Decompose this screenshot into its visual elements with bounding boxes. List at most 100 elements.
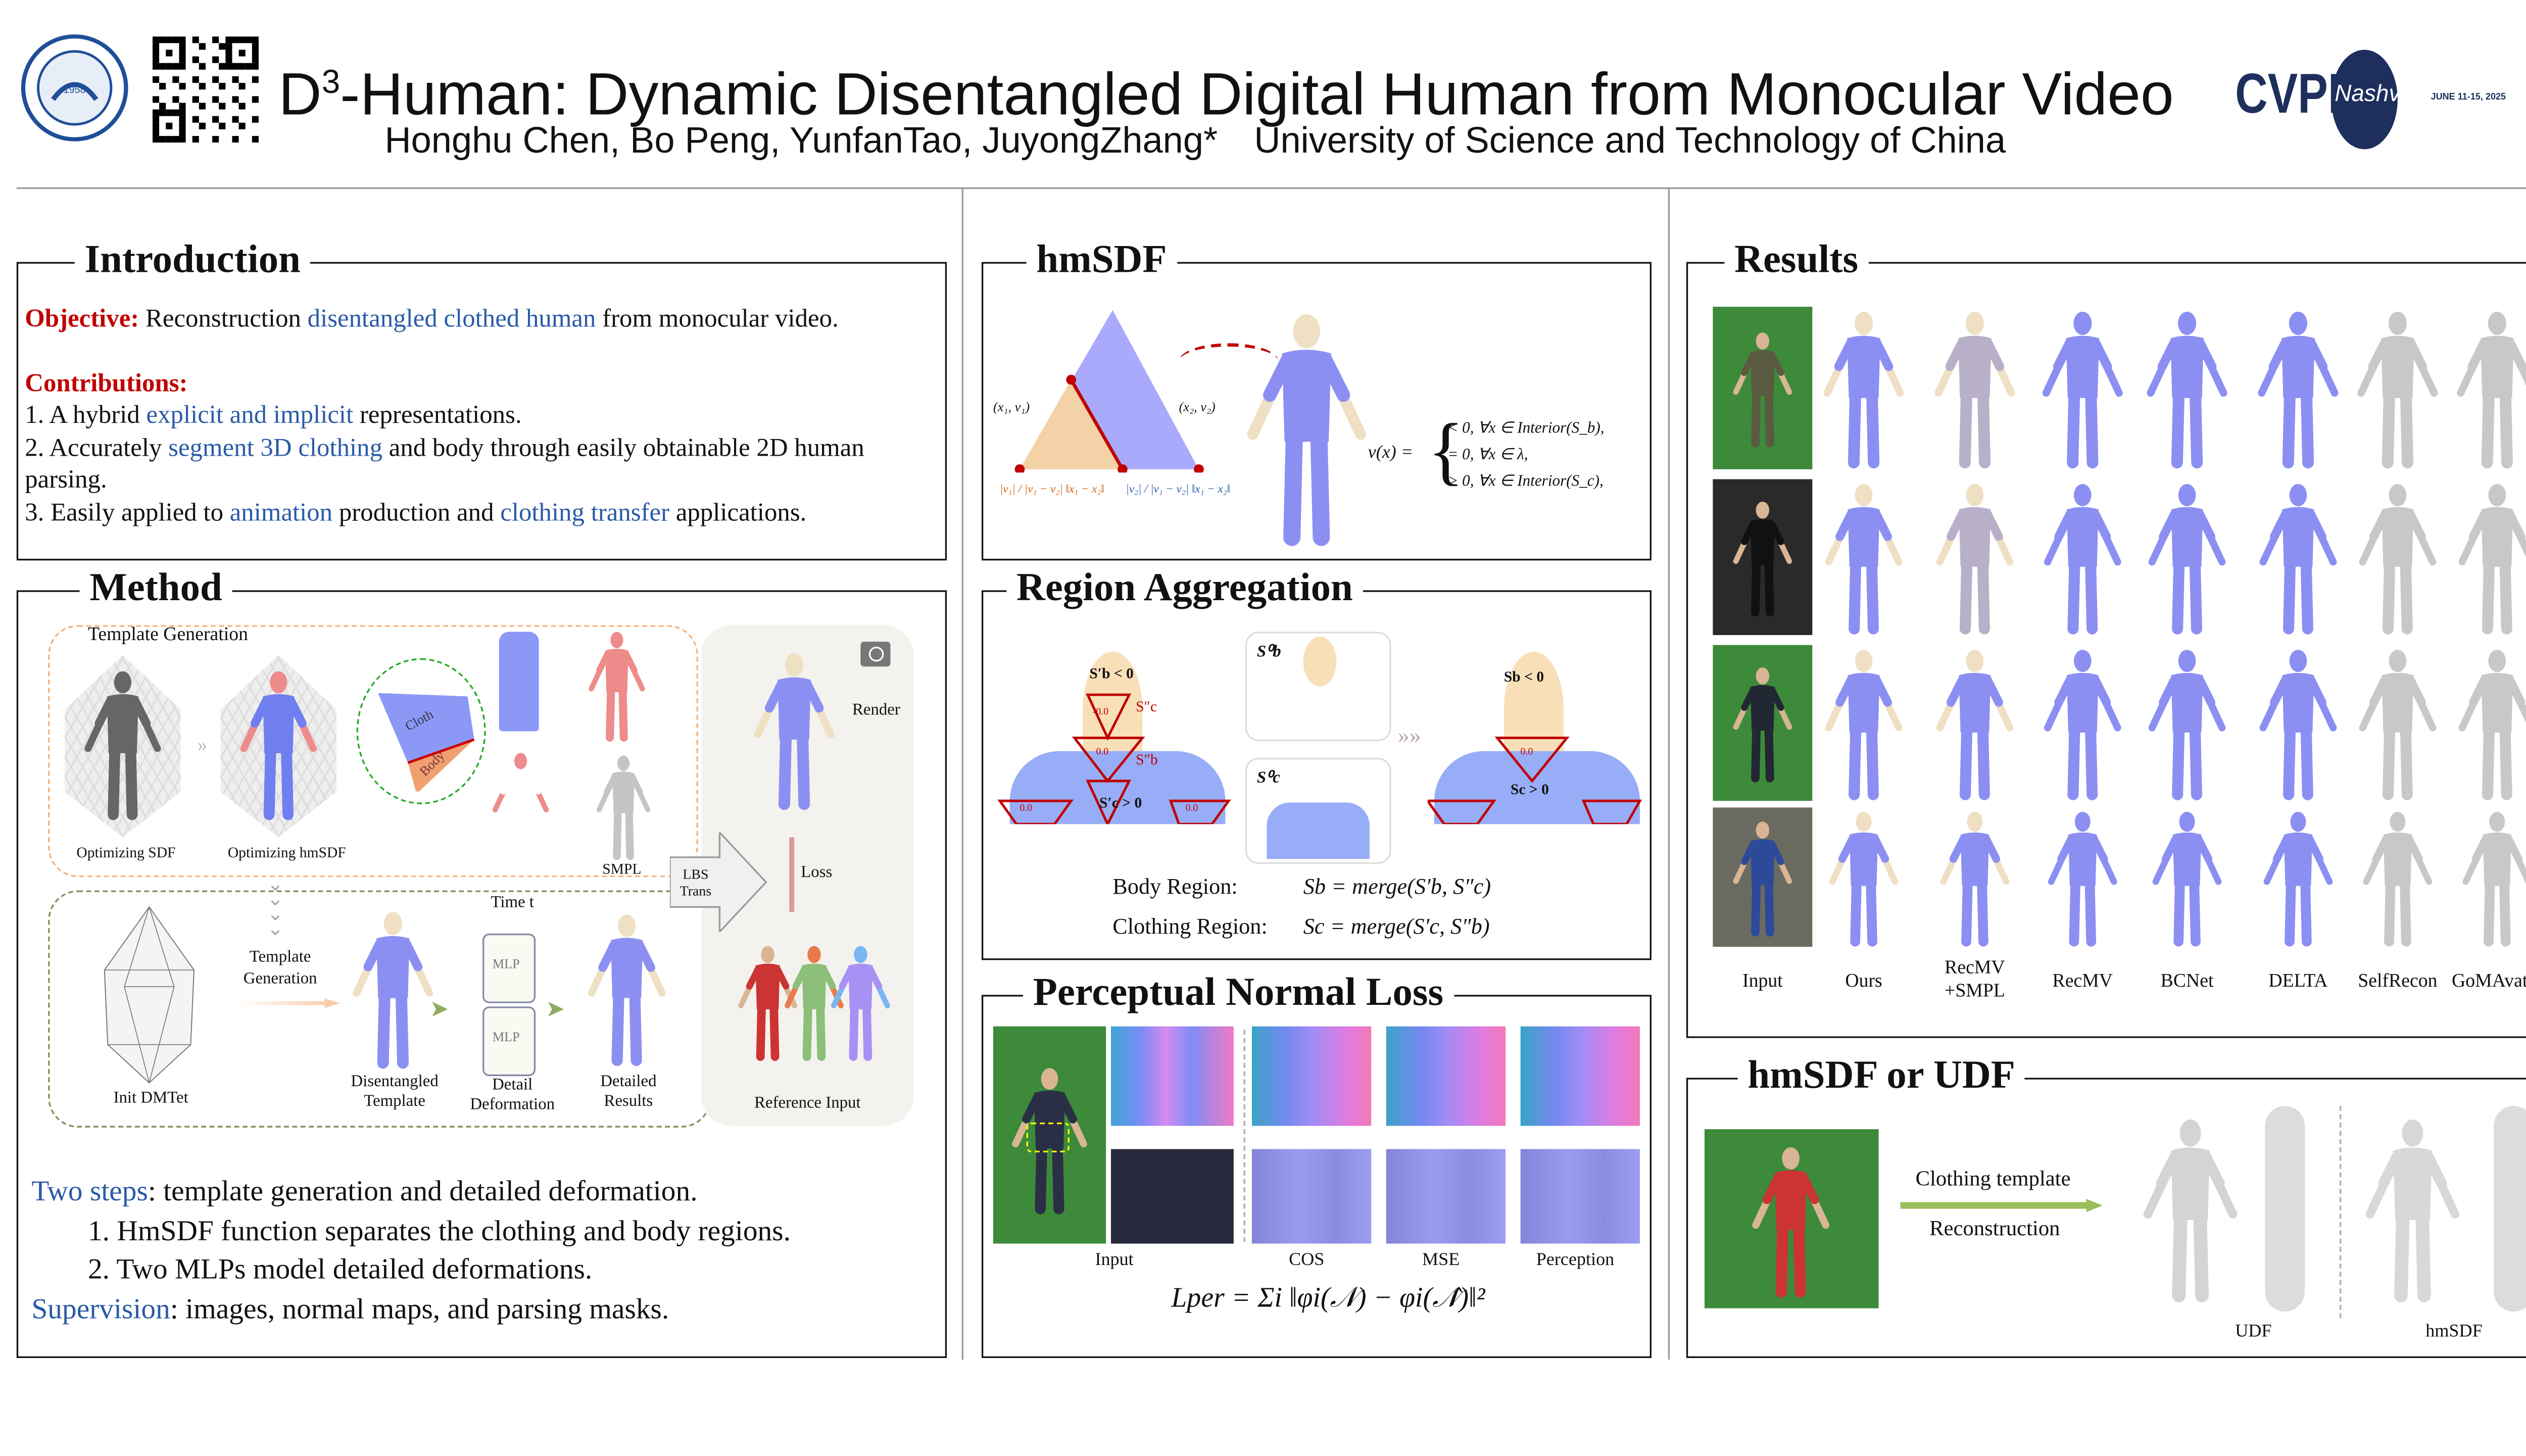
rgb-crop	[1111, 1149, 1234, 1244]
sb-label: Sb < 0	[1503, 668, 1544, 685]
loss-label: Loss	[801, 863, 833, 883]
contribution-item: 1. A hybrid explicit and implicit repres…	[25, 401, 522, 430]
sdf-value: 0.0	[1096, 748, 1109, 758]
template-generation-label: Template Generation	[87, 625, 248, 645]
body-mesh	[578, 628, 655, 745]
affiliation: University of Science and Technology of …	[1254, 119, 2006, 161]
reference-parsing-figure	[778, 920, 850, 1086]
section-title: Region Aggregation	[1006, 565, 1363, 612]
section-title: hmSDF	[1026, 237, 1177, 284]
normal-crop	[1111, 1026, 1234, 1126]
input-person	[1726, 486, 1799, 632]
sb0-panel: S⁰b	[1245, 632, 1391, 742]
hmsdf-case: = 0, ∀x ∈ λ,	[1447, 448, 1528, 464]
result-mesh	[2033, 645, 2132, 804]
perceptual-loss-formula: Lper = Σi ‖φi(𝒩) − φi(𝒩̂)‖²	[1171, 1282, 1485, 1314]
section-title: Results	[1724, 237, 1868, 284]
mlp-block-1: MLP	[482, 933, 536, 1003]
result-mesh	[2447, 807, 2526, 950]
hmsdf-mesh-front	[2355, 1103, 2471, 1319]
input-person	[1726, 652, 1799, 798]
result-mesh	[2249, 307, 2348, 472]
input-photo	[1704, 1129, 1879, 1308]
result-mesh	[2033, 807, 2132, 950]
contribution-item: 2. Accurately segment 3D clothing and bo…	[25, 433, 864, 495]
hmsdf-case: > 0, ∀x ∈ Interior(S_c),	[1447, 474, 1604, 491]
hmsdf-figure	[229, 666, 328, 824]
disentangled-template-figure	[343, 907, 443, 1073]
cloth-mesh	[499, 632, 539, 732]
hmsdf-case: < 0, ∀x ∈ Interior(S_b),	[1447, 421, 1605, 438]
contribution-item: 3. Easily applied to animation productio…	[25, 498, 807, 527]
result-mesh	[2447, 479, 2526, 639]
normal-map-result	[1520, 1026, 1640, 1126]
university-logo: 1958	[20, 33, 129, 143]
sdf-value: -0.0	[1092, 708, 1109, 718]
two-steps-summary: Two steps: template generation and detai…	[31, 1174, 698, 1207]
result-mesh	[2138, 645, 2237, 804]
result-mesh	[1814, 307, 1914, 472]
poster-title: D3-Human: Dynamic Disentangled Digital H…	[278, 60, 2174, 128]
perception-label: Perception	[1536, 1250, 1615, 1271]
interpolation-weight-2: |v₂| / |v₁ − v₂| ‖x₁ − x₂‖	[1126, 482, 1231, 496]
input-label: Input	[1095, 1250, 1134, 1271]
shaded-mesh-result	[1251, 1149, 1372, 1244]
optimizing-hmsdf-label: Optimizing hmSDF	[227, 844, 346, 861]
hmsdf-section: hmSDF (x₁, v₁) (x₂, v₂) |v₁| / |v₁ − v₂|…	[982, 237, 1651, 561]
result-mesh	[2348, 307, 2447, 472]
hmsdf-label: hmSDF	[2425, 1321, 2483, 1342]
result-mesh	[1814, 479, 1914, 639]
interpolation-weight-1: |v₁| / |v₁ − v₂| ‖x₁ − x₂‖	[1000, 482, 1104, 496]
smpl-label: SMPL	[602, 860, 642, 878]
cloth-body-triangle: Cloth Body	[356, 658, 486, 804]
cvpr-logo: CVPR Nashville JUNE 11-15, 2025	[2235, 50, 2509, 152]
results-column-label: Input	[1742, 972, 1783, 992]
region-before-diagram: S′b < 0 S″c S″b -0.0 0.0 0.0 0.0 S′c > 0	[997, 651, 1237, 824]
sc0-panel: S⁰c	[1245, 757, 1391, 864]
results-column-label: SelfRecon	[2358, 972, 2438, 992]
body-region-equation: Body Region:Sb = merge(S′b, S″c)	[1112, 873, 1491, 899]
udf-mesh-front	[2132, 1103, 2249, 1319]
input-person	[1726, 313, 1799, 466]
hmsdf-or-udf-section: hmSDF or UDF Clothing template Reconstru…	[1686, 1053, 2526, 1358]
init-dmtet-label: Init DMTet	[113, 1089, 188, 1108]
input-photo	[1713, 807, 1813, 947]
qr-code[interactable]	[152, 36, 259, 143]
point-1-label: (x₁, v₁)	[993, 399, 1030, 415]
result-mesh	[2033, 479, 2132, 639]
udf-mesh-side	[2265, 1106, 2305, 1312]
results-column-label: DELTA	[2268, 972, 2328, 992]
section-title: Perceptual Normal Loss	[1023, 970, 1453, 1016]
column-divider-1	[961, 187, 963, 1360]
section-title: Introduction	[74, 237, 311, 284]
result-mesh	[1925, 479, 2025, 639]
result-mesh	[2348, 645, 2447, 804]
result-mesh	[2033, 307, 2132, 472]
input-photo	[1713, 645, 1813, 801]
result-mesh	[2447, 307, 2526, 472]
svg-text:1958: 1958	[64, 84, 86, 95]
input-photo	[1713, 307, 1813, 469]
hmsdf-triangle-diagram	[1013, 307, 1212, 474]
loss-arrow	[789, 837, 795, 912]
init-dmtet-mesh	[91, 904, 208, 1086]
results-column-label: Ours	[1845, 972, 1882, 992]
header-divider	[16, 187, 2526, 189]
sdf-value: 0.0	[1185, 804, 1198, 814]
shaded-mesh-result	[1386, 1149, 1506, 1244]
perceptual-loss-section: Perceptual Normal Loss Input COS MSE Per…	[982, 970, 1651, 1358]
normal-map-result	[1386, 1026, 1506, 1126]
sdf-value: 0.0	[1019, 804, 1033, 814]
arrow-right-icon: ➤	[545, 998, 565, 1024]
contributions-label: Contributions:	[25, 369, 188, 398]
result-mesh	[2348, 479, 2447, 639]
sc-double-prime-label: S″c	[1136, 698, 1157, 715]
input-person	[1726, 814, 1799, 944]
smpl-mesh	[590, 750, 656, 866]
authors: Honghu Chen, Bo Peng, YunfanTao, JuyongZ…	[384, 119, 2006, 161]
result-mesh	[2249, 645, 2348, 804]
brace-icon: {	[1427, 408, 1465, 493]
